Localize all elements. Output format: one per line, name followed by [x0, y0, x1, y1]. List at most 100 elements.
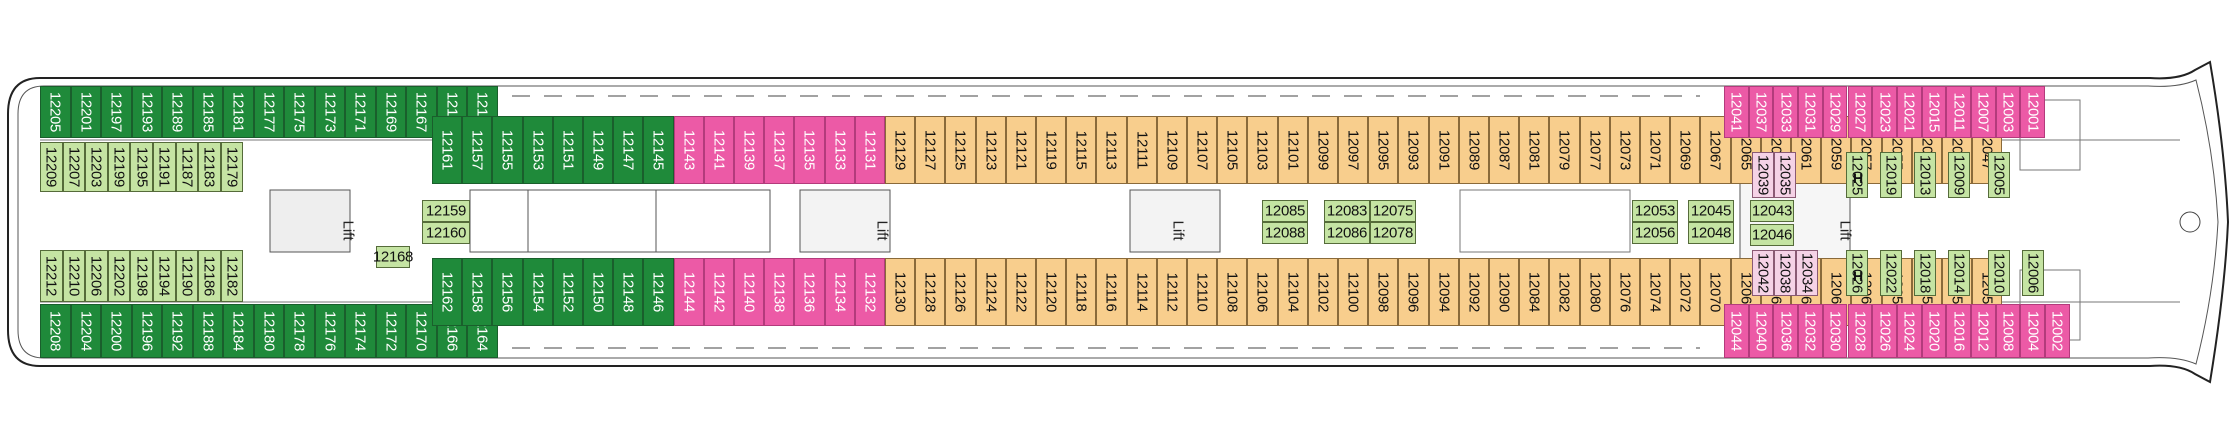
cabin[interactable]: 12201: [70, 86, 101, 138]
cabin[interactable]: 12031: [1798, 86, 1823, 138]
cabin[interactable]: 12099: [1307, 116, 1338, 184]
cabin[interactable]: 12189: [162, 86, 193, 138]
cabin[interactable]: 12037: [1748, 86, 1774, 138]
cabin[interactable]: 12109: [1156, 116, 1187, 184]
cabin[interactable]: 12158: [462, 258, 493, 326]
cabin[interactable]: 12092: [1458, 258, 1489, 326]
cabin[interactable]: 12145: [643, 116, 674, 184]
cabin[interactable]: 12151: [552, 116, 583, 184]
cabin[interactable]: 12085: [1262, 200, 1308, 222]
cabin[interactable]: 12043: [1750, 200, 1794, 222]
cabin[interactable]: 12124: [975, 258, 1006, 326]
cabin[interactable]: 12003: [1995, 86, 2021, 138]
cabin[interactable]: 12178: [284, 304, 315, 358]
cabin[interactable]: 12030: [1822, 304, 1848, 358]
cabin[interactable]: 12162: [432, 258, 463, 326]
cabin[interactable]: 12045: [1688, 200, 1734, 222]
cabin[interactable]: 12072: [1670, 258, 1701, 326]
cabin[interactable]: 12118: [1066, 258, 1097, 326]
cabin[interactable]: 12141: [703, 116, 734, 184]
cabin[interactable]: 12096: [1398, 258, 1429, 326]
cabin[interactable]: 12186: [198, 250, 221, 302]
cabin[interactable]: 12185: [192, 86, 223, 138]
cabin[interactable]: 12157: [462, 116, 493, 184]
cabin[interactable]: 12148: [613, 258, 644, 326]
cabin[interactable]: 12131: [854, 116, 885, 184]
cabin[interactable]: 12143: [673, 116, 704, 184]
cabin[interactable]: 12175: [284, 86, 315, 138]
cabin[interactable]: 12010: [1988, 250, 2010, 296]
cabin[interactable]: 12113: [1096, 116, 1127, 184]
cabin[interactable]: 12077: [1579, 116, 1610, 184]
cabin[interactable]: 12007: [1971, 86, 1996, 138]
cabin[interactable]: 12071: [1640, 116, 1671, 184]
cabin[interactable]: 12142: [703, 258, 734, 326]
cabin[interactable]: 12206: [85, 250, 108, 302]
cabin[interactable]: 12167: [406, 86, 437, 138]
cabin[interactable]: 12171: [345, 86, 376, 138]
cabin[interactable]: 12152: [552, 258, 583, 326]
cabin[interactable]: 12039: [1752, 152, 1774, 198]
cabin[interactable]: 12001: [2020, 86, 2046, 138]
cabin[interactable]: 12182: [220, 250, 244, 302]
cabin[interactable]: 12177: [253, 86, 284, 138]
cabin[interactable]: 12135: [794, 116, 825, 184]
cabin[interactable]: 12008: [1995, 304, 2021, 358]
cabin[interactable]: 12093: [1398, 116, 1429, 184]
cabin[interactable]: 12195: [130, 142, 153, 192]
cabin[interactable]: 12089: [1458, 116, 1489, 184]
cabin[interactable]: 12128: [915, 258, 946, 326]
cabin[interactable]: 12095: [1368, 116, 1399, 184]
cabin[interactable]: 12194: [153, 250, 176, 302]
cabin[interactable]: 12210: [62, 250, 86, 302]
cabin[interactable]: 12038: [1774, 250, 1796, 296]
cabin[interactable]: 12023: [1872, 86, 1897, 138]
cabin[interactable]: 12082: [1549, 258, 1580, 326]
cabin[interactable]: 12088: [1262, 222, 1308, 244]
cabin[interactable]: 12108: [1217, 258, 1248, 326]
cabin[interactable]: 12132: [854, 258, 885, 326]
cabin[interactable]: 12040: [1748, 304, 1774, 358]
cabin[interactable]: 12012: [1971, 304, 1996, 358]
cabin[interactable]: 12155: [492, 116, 523, 184]
cabin[interactable]: 12116: [1096, 258, 1127, 326]
cabin[interactable]: 12127: [915, 116, 946, 184]
cabin[interactable]: 12130: [885, 258, 916, 326]
cabin[interactable]: 12029: [1822, 86, 1848, 138]
cabin[interactable]: 12022: [1880, 250, 1902, 296]
cabin[interactable]: 12083: [1324, 200, 1370, 222]
cabin[interactable]: 12081: [1519, 116, 1550, 184]
cabin[interactable]: 12112: [1156, 258, 1187, 326]
cabin[interactable]: 12199: [107, 142, 131, 192]
cabin[interactable]: 12150: [583, 258, 614, 326]
cabin[interactable]: 12018: [1914, 250, 1936, 296]
cabin[interactable]: 12102: [1307, 258, 1338, 326]
cabin[interactable]: 12074: [1640, 258, 1671, 326]
cabin[interactable]: 12153: [522, 116, 553, 184]
cabin[interactable]: 12140: [734, 258, 765, 326]
cabin[interactable]: 12161: [432, 116, 463, 184]
cabin[interactable]: 12115: [1066, 116, 1097, 184]
cabin[interactable]: 12024: [1896, 304, 1922, 358]
cabin[interactable]: 12002: [2045, 304, 2070, 358]
cabin[interactable]: 12202: [107, 250, 131, 302]
cabin[interactable]: 12179: [220, 142, 244, 192]
cabin[interactable]: 12020: [1921, 304, 1947, 358]
cabin[interactable]: 12200: [101, 304, 132, 358]
cabin[interactable]: 12042: [1752, 250, 1774, 296]
cabin[interactable]: 12169: [375, 86, 406, 138]
cabin[interactable]: 12126: [945, 258, 976, 326]
cabin[interactable]: 12069: [1670, 116, 1701, 184]
cabin[interactable]: 12094: [1428, 258, 1459, 326]
cabin[interactable]: 12028: [1847, 304, 1873, 358]
cabin[interactable]: 12160: [422, 222, 470, 244]
cabin[interactable]: 12056: [1632, 222, 1678, 244]
cabin[interactable]: 12111: [1126, 116, 1157, 184]
cabin[interactable]: 12084: [1519, 258, 1550, 326]
cabin[interactable]: 12207: [62, 142, 86, 192]
cabin[interactable]: 12193: [131, 86, 162, 138]
cabin[interactable]: 12149: [583, 116, 614, 184]
cabin[interactable]: 12190: [175, 250, 199, 302]
cabin[interactable]: 12138: [764, 258, 795, 326]
cabin[interactable]: 12011: [1946, 86, 1971, 138]
